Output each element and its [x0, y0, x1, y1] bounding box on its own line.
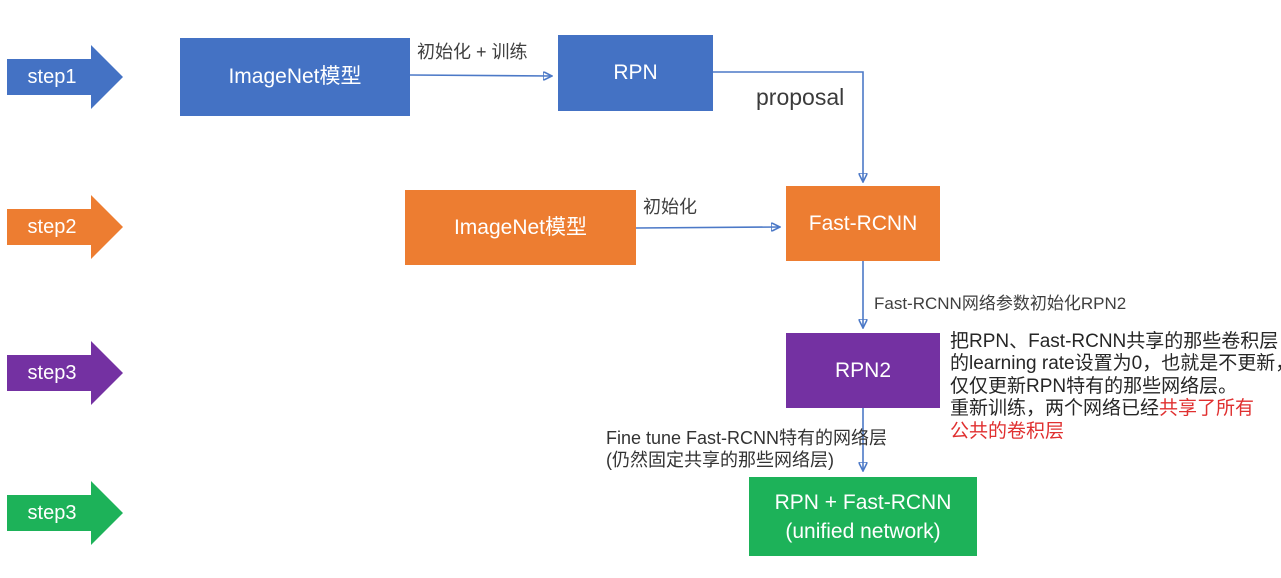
note-line4-red: 共享了所有	[1159, 398, 1255, 420]
edge-imagenet1-to-rpn	[409, 75, 551, 76]
node-rpn: RPN	[558, 35, 713, 111]
label-init: 初始化	[643, 197, 697, 217]
label-finetune: Fine tune Fast-RCNN特有的网络层 (仍然固定共享的那些网络层)	[606, 427, 887, 471]
node-rpn-label: RPN	[613, 61, 658, 84]
node-unified-network-line1: RPN + Fast-RCNN	[774, 490, 952, 514]
note-line4-black: 重新训练，两个网络已经	[950, 398, 1160, 420]
node-unified-network-line2: (unified network)	[785, 519, 941, 543]
label-init-train: 初始化 + 训练	[417, 42, 528, 62]
node-imagenet-model-mid-label: ImageNet模型	[453, 215, 588, 239]
label-finetune-line2: (仍然固定共享的那些网络层)	[606, 450, 834, 470]
node-imagenet-model-top: ImageNet模型	[180, 38, 410, 116]
node-fast-rcnn-label: Fast-RCNN	[808, 211, 918, 235]
step4-label: step3	[27, 501, 77, 524]
step2-label: step2	[27, 215, 77, 238]
note-line2: 的learning rate设置为0，也就是不更新，	[950, 353, 1281, 375]
edge-rpn-to-fastrcnn-proposal	[713, 71, 863, 181]
note-step3-explanation: 把RPN、Fast-RCNN共享的那些卷积层 的learning rate设置为…	[950, 331, 1281, 443]
node-imagenet-model-mid: ImageNet模型	[405, 190, 636, 265]
label-proposal: proposal	[756, 84, 845, 110]
note-line5-red: 公共的卷积层	[950, 420, 1065, 442]
step3-label: step3	[27, 361, 77, 384]
label-param-init-rpn2: Fast-RCNN网络参数初始化RPN2	[874, 294, 1127, 313]
note-line1: 把RPN、Fast-RCNN共享的那些卷积层	[950, 331, 1279, 352]
node-rpn2: RPN2	[786, 333, 940, 408]
node-rpn2-label: RPN2	[834, 358, 892, 382]
step1-label: step1	[27, 65, 77, 88]
node-fast-rcnn: Fast-RCNN	[786, 186, 940, 261]
node-unified-network: RPN + Fast-RCNN (unified network)	[749, 477, 977, 556]
label-finetune-line1: Fine tune Fast-RCNN特有的网络层	[606, 428, 888, 448]
note-line4: 重新训练，两个网络已经共享了所有	[950, 398, 1281, 420]
edge-imagenet2-to-fastrcnn	[635, 227, 779, 228]
node-imagenet-model-top-label: ImageNet模型	[228, 65, 362, 88]
note-line3: 仅仅更新RPN特有的那些网络层。	[950, 375, 1238, 397]
